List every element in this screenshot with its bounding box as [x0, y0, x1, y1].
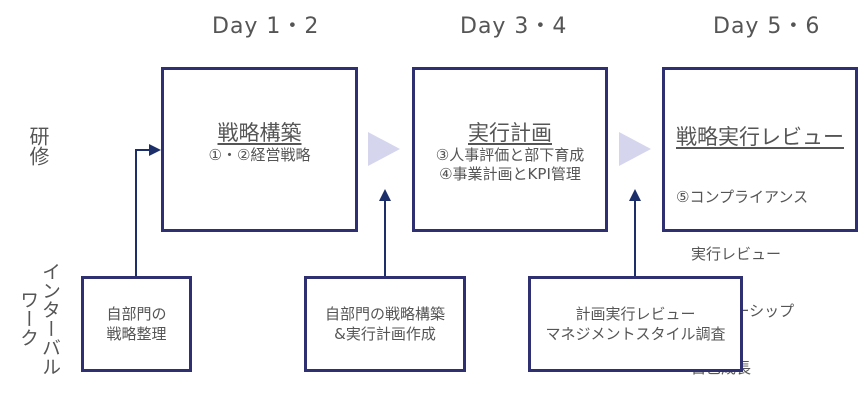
training-box-1-line: ①・②経営戦略 — [208, 146, 311, 164]
training-box-2: 実行計画 ③人事評価と部下育成 ④事業計画とKPI管理 — [412, 67, 608, 232]
day-header-2: Day 3・4 — [460, 14, 568, 39]
flow-arrow-icon-1 — [368, 132, 400, 166]
work-box-3: 計画実行レビュー マネジメントスタイル調査 — [528, 276, 743, 372]
training-box-1-title: 戦略構築 — [217, 121, 302, 145]
up-arrow-icon-2 — [379, 189, 391, 201]
day-header-1: Day 1・2 — [212, 14, 320, 39]
training-box-3-line: ⑤コンプライアンス — [676, 188, 809, 206]
work-box-1-line: 自部門の — [106, 305, 167, 323]
work-box-2-line: 自部門の戦略構築 — [324, 305, 445, 323]
row-label-interval-line1: インターバル — [39, 262, 61, 376]
work-box-2-line: &実行計画作成 — [334, 325, 436, 343]
training-box-3-title: 戦略実行レビュー — [676, 125, 844, 149]
training-box-3: 戦略実行レビュー ⑤コンプライアンス 実行レビュー ⑥リーダーシップ 自己成長 — [662, 67, 858, 377]
flow-arrow-icon-2 — [619, 132, 651, 166]
training-box-2-line: ④事業計画とKPI管理 — [439, 165, 581, 183]
up-arrow-icon-3 — [629, 189, 641, 201]
training-box-2-line: ③人事評価と部下育成 — [435, 146, 585, 164]
training-box-1: 戦略構築 ①・②経営戦略 — [161, 67, 358, 232]
work-box-1: 自部門の 戦略整理 — [81, 276, 192, 372]
work-box-2: 自部門の戦略構築 &実行計画作成 — [304, 276, 466, 372]
training-box-2-title: 実行計画 — [468, 121, 552, 145]
work-box-3-line: マネジメントスタイル調査 — [545, 325, 726, 343]
right-arrow-icon — [149, 144, 161, 156]
work-box-3-line: 計画実行レビュー — [575, 305, 696, 323]
day-header-3: Day 5・6 — [713, 14, 821, 39]
training-box-3-line: 実行レビュー — [676, 245, 782, 263]
row-label-interval-line2: ワーク — [17, 290, 39, 347]
connector-line-1 — [135, 149, 150, 276]
work-box-1-line: 戦略整理 — [106, 325, 167, 343]
row-label-training: 研修 — [26, 126, 50, 166]
